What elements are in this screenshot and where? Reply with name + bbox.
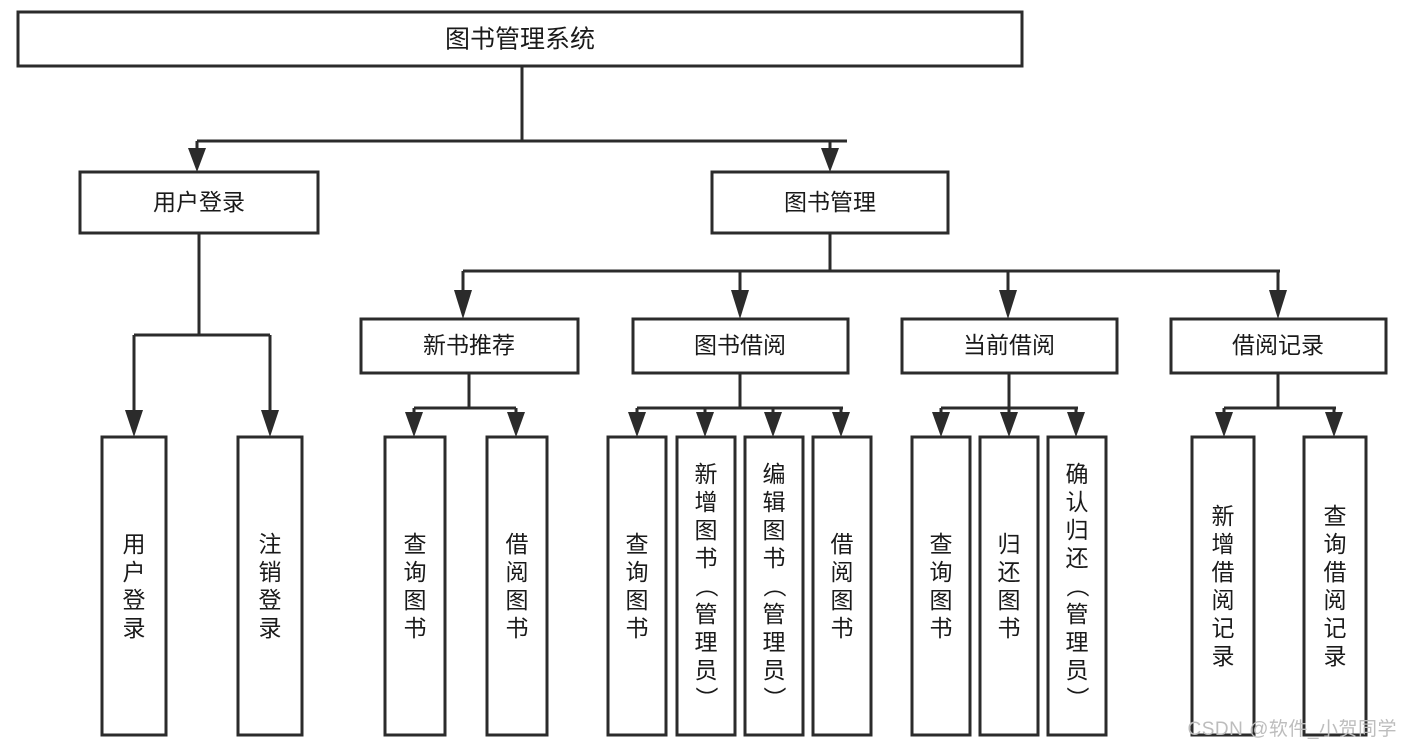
node-book-borrow[interactable]: 图书借阅 <box>631 317 850 375</box>
node-new-book-recommend[interactable]: 新书推荐 <box>359 317 580 375</box>
csdn-watermark: CSDN @软件_小贺同学 <box>1187 719 1397 740</box>
leaf-node-query-book-2-box <box>606 435 668 737</box>
arrow-head-book-borrow <box>731 290 749 319</box>
leaf-node-logout-box <box>236 435 304 737</box>
arrow-head-leaf-borrow-book-2 <box>832 412 850 437</box>
leaf-node-query-book-1-box <box>383 435 447 737</box>
arrow-head-leaf-confirm-return <box>1067 412 1085 437</box>
node-current-borrow-box <box>900 317 1119 375</box>
arrow-head-leaf-query-book-3 <box>932 412 950 437</box>
node-new-book-recommend-box <box>359 317 580 375</box>
node-user-login[interactable]: 用户登录 <box>78 170 320 235</box>
leaf-node-user-login-box <box>100 435 168 737</box>
node-book-management-label: 图书管理 <box>784 189 876 215</box>
leaf-node-add-book[interactable] <box>675 435 737 737</box>
leaf-node-query-book-2[interactable] <box>606 435 668 737</box>
leaf-node-query-record[interactable] <box>1302 435 1368 737</box>
connector-group-user-login <box>125 233 279 437</box>
leaf-node-query-record-box <box>1302 435 1368 737</box>
leaf-node-borrow-book-1[interactable] <box>485 435 549 737</box>
node-user-login-label: 用户登录 <box>153 189 245 215</box>
arrow-head-leaf-borrow-book-1 <box>507 412 525 437</box>
node-borrow-record[interactable]: 借阅记录 <box>1169 317 1388 375</box>
arrow-head-book-mgmt <box>821 148 839 172</box>
leaf-node-edit-book-box <box>743 435 805 737</box>
leaf-node-add-book-box <box>675 435 737 737</box>
arrow-head-leaf-return-book <box>1000 412 1018 437</box>
node-root-box <box>16 10 1024 68</box>
arrow-head-leaf-user-login <box>125 410 143 437</box>
leaf-node-borrow-book-2[interactable] <box>811 435 873 737</box>
node-current-borrow-label: 当前借阅 <box>963 332 1055 358</box>
arrow-head-new-book <box>454 290 472 319</box>
arrow-head-user-login <box>188 148 206 172</box>
node-book-management[interactable]: 图书管理 <box>710 170 950 235</box>
leaf-node-return-book-box <box>978 435 1040 737</box>
leaf-node-borrow-book-1-box <box>485 435 549 737</box>
connector-group-new-book <box>405 373 525 437</box>
leaf-node-user-login[interactable] <box>100 435 168 737</box>
node-root[interactable]: 图书管理系统 <box>16 10 1024 68</box>
connector-group-borrow-record <box>1215 373 1343 437</box>
leaf-node-borrow-book-2-box <box>811 435 873 737</box>
arrow-head-borrow-record <box>1269 290 1287 319</box>
leaf-node-query-book-3-box <box>910 435 972 737</box>
arrow-head-leaf-add-record <box>1215 412 1233 437</box>
node-borrow-record-label: 借阅记录 <box>1232 332 1324 358</box>
leaf-node-return-book[interactable] <box>978 435 1040 737</box>
leaf-node-add-record-box <box>1190 435 1256 737</box>
connector-group-current-borrow <box>932 373 1085 437</box>
connector-group-root <box>188 66 847 172</box>
node-borrow-record-box <box>1169 317 1388 375</box>
leaf-node-confirm-return[interactable] <box>1046 435 1108 737</box>
arrow-head-current-borrow <box>999 290 1017 319</box>
node-new-book-recommend-label: 新书推荐 <box>423 332 515 358</box>
leaf-node-confirm-return-box <box>1046 435 1108 737</box>
arrow-head-leaf-query-record <box>1325 412 1343 437</box>
leaf-node-query-book-3[interactable] <box>910 435 972 737</box>
connector-group-book-management <box>454 233 1287 319</box>
arrow-head-leaf-query-book-1 <box>405 412 423 437</box>
leaf-node-logout[interactable] <box>236 435 304 737</box>
arrow-head-leaf-edit-book <box>764 412 782 437</box>
node-current-borrow[interactable]: 当前借阅 <box>900 317 1119 375</box>
leaf-node-add-record[interactable] <box>1190 435 1256 737</box>
arrow-head-leaf-logout <box>261 410 279 437</box>
leaf-node-edit-book[interactable] <box>743 435 805 737</box>
leaf-node-query-book-1[interactable] <box>383 435 447 737</box>
node-book-borrow-label: 图书借阅 <box>694 332 786 358</box>
node-book-borrow-box <box>631 317 850 375</box>
connector-group-book-borrow <box>628 373 850 437</box>
arrow-head-leaf-query-book-2 <box>628 412 646 437</box>
node-book-management-box <box>710 170 950 235</box>
node-root-label: 图书管理系统 <box>445 26 595 54</box>
arrow-head-leaf-add-book <box>696 412 714 437</box>
